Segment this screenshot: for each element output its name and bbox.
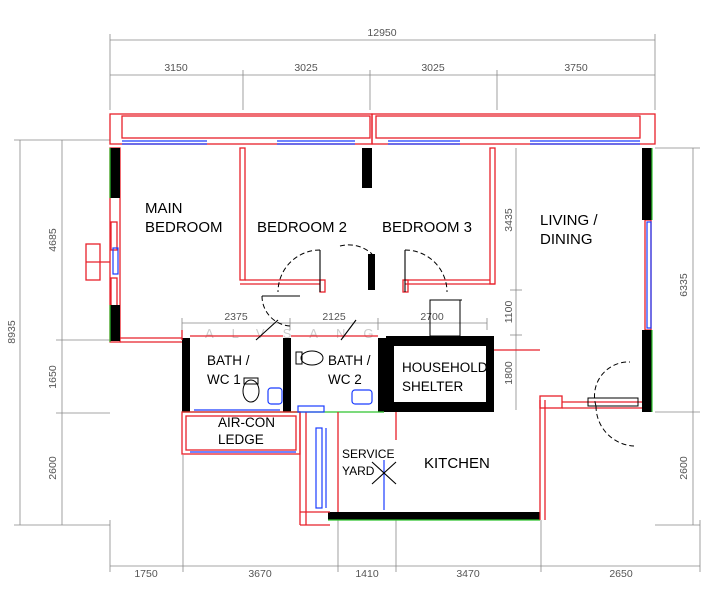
label-service-yard-line2: YARD xyxy=(342,464,375,478)
dim-bottom-2: 3670 xyxy=(248,568,272,580)
label-bath-wc2-line1: BATH / xyxy=(328,353,371,368)
dim-inner-2: 2125 xyxy=(322,311,346,323)
dim-bottom-5: 2650 xyxy=(609,568,633,580)
dim-top-1: 3150 xyxy=(164,62,188,74)
label-household-shelter-line1: HOUSEHOLD xyxy=(402,360,488,375)
label-aircon-ledge-line2: LEDGE xyxy=(218,432,264,447)
dim-inner-1: 2375 xyxy=(224,311,248,323)
label-aircon-ledge-line1: AIR-CON xyxy=(218,415,275,430)
label-bedroom-2: BEDROOM 2 xyxy=(257,219,347,236)
dim-left-3: 2600 xyxy=(47,456,59,480)
dim-inner-3: 2700 xyxy=(420,311,444,323)
dim-mid-1: 3435 xyxy=(503,208,515,232)
label-bath-wc1-line2: WC 1 xyxy=(207,372,241,387)
watermark-text: ALVSANG xyxy=(205,326,391,341)
dim-top-3: 3025 xyxy=(421,62,445,74)
dim-left-overall: 8935 xyxy=(6,320,18,344)
toilet-2-icon xyxy=(300,350,324,366)
dimension-labels: 12950 3150 3025 3025 3750 2375 2125 2700… xyxy=(6,27,690,580)
label-main-bedroom-line1: MAIN xyxy=(145,200,183,217)
dim-overall-width: 12950 xyxy=(367,27,396,39)
label-bath-wc2-line2: WC 2 xyxy=(328,372,362,387)
label-bath-wc1-line1: BATH / xyxy=(207,353,250,368)
dim-right-2: 2600 xyxy=(678,456,690,480)
label-service-yard-line1: SERVICE xyxy=(342,447,394,461)
dim-bottom-3: 1410 xyxy=(355,568,379,580)
dim-top-4: 3750 xyxy=(564,62,588,74)
label-bedroom-3: BEDROOM 3 xyxy=(382,219,472,236)
dim-left-1: 4685 xyxy=(47,228,59,252)
dim-left-2: 1650 xyxy=(47,365,59,389)
structural-walls xyxy=(110,148,652,520)
toilet-1-icon xyxy=(242,379,260,403)
dim-bottom-4: 3470 xyxy=(456,568,480,580)
dim-right-1: 6335 xyxy=(678,273,690,297)
doors xyxy=(255,244,639,485)
service-walls xyxy=(181,330,642,526)
windows xyxy=(112,221,652,510)
label-household-shelter-line2: SHELTER xyxy=(402,379,464,394)
dim-bottom-1: 1750 xyxy=(134,568,158,580)
fixtures xyxy=(242,350,373,405)
basin-2-icon xyxy=(351,389,373,405)
dim-mid-3: 1800 xyxy=(503,361,515,385)
room-labels: MAIN BEDROOM BEDROOM 2 BEDROOM 3 LIVING … xyxy=(145,200,598,478)
dimension-lines xyxy=(14,34,701,572)
label-kitchen: KITCHEN xyxy=(424,455,490,472)
top-planter xyxy=(109,113,656,145)
dim-top-2: 3025 xyxy=(294,62,318,74)
basin-1-icon xyxy=(267,387,283,405)
dim-mid-2: 1100 xyxy=(503,301,515,324)
label-living-dining-line1: LIVING / xyxy=(540,212,598,229)
label-living-dining-line2: DINING xyxy=(540,231,593,248)
label-main-bedroom-line2: BEDROOM xyxy=(145,219,223,236)
